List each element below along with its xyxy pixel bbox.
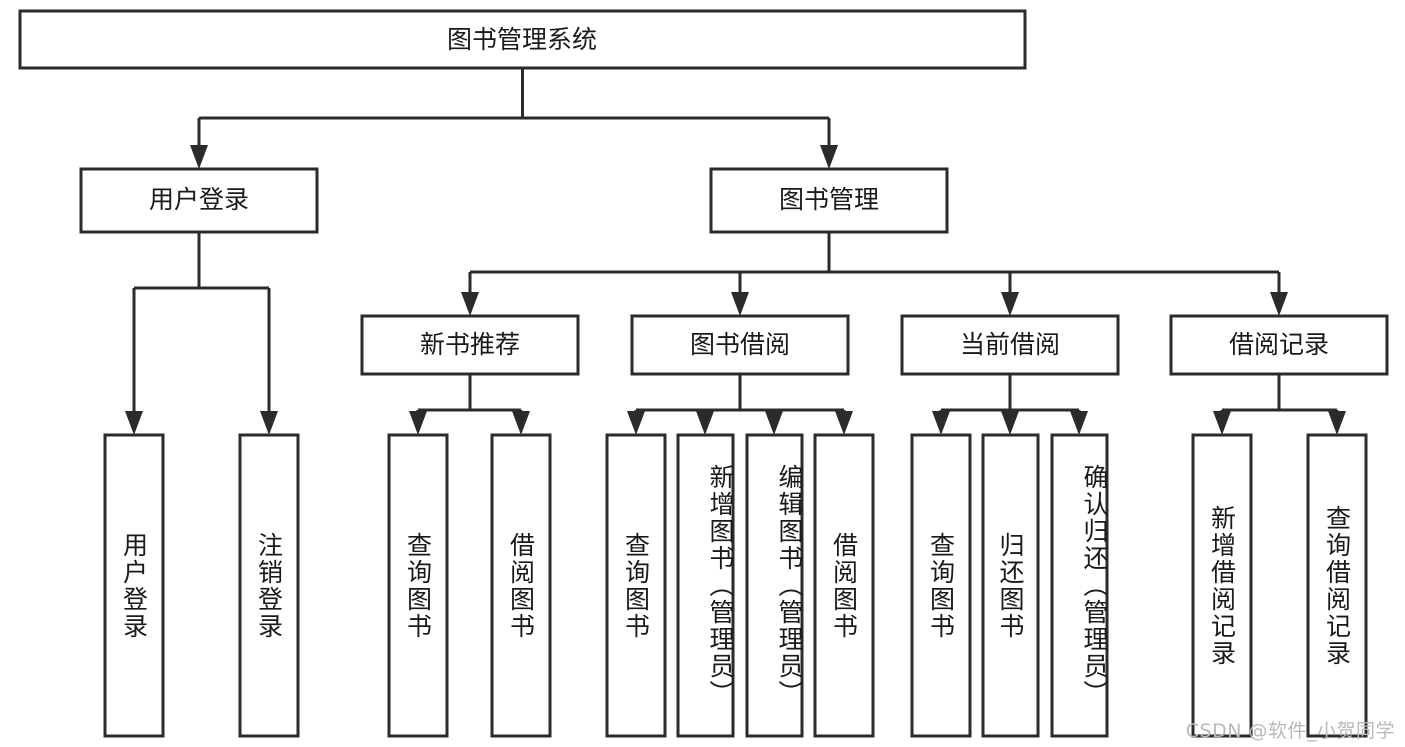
leaf-query-book-3-label: 查询图书 (926, 531, 956, 640)
book-management-box[interactable] (709, 167, 949, 234)
user-login-label: 用户登录 (149, 185, 249, 214)
arrow-to-leaf-confirm-return-icon (1070, 411, 1088, 435)
new-book-recommend-box[interactable] (360, 314, 580, 376)
leaf-query-book-1-label: 查询图书 (403, 531, 433, 640)
arrow-to-leaf-logout-login-icon (260, 411, 278, 435)
leaf-borrow-book-2-box[interactable] (813, 433, 875, 738)
arrow-to-leaf-edit-book-icon (765, 411, 783, 435)
arrow-to-current-borrow-icon (1001, 292, 1019, 316)
leaf-add-record-box[interactable] (1191, 433, 1253, 738)
leaf-query-book-3-box[interactable] (910, 433, 972, 738)
leaf-return-book-box[interactable] (981, 433, 1040, 738)
book-borrow-box[interactable] (630, 314, 850, 376)
arrow-to-borrow-record-icon (1270, 292, 1288, 316)
arrow-to-user-login-icon (190, 145, 208, 169)
leaf-edit-book-box[interactable] (745, 433, 804, 738)
arrow-to-leaf-add-book-icon (696, 411, 714, 435)
arrow-to-leaf-query-book-2-icon (627, 411, 645, 435)
node-new-book-recommend[interactable]: 新书推荐 (360, 314, 580, 376)
book-management-label: 图书管理 (779, 185, 879, 214)
leaf-query-record-box[interactable] (1306, 433, 1368, 738)
leaf-user-login-label: 用户登录 (119, 531, 149, 640)
leaf-query-book-2-label: 查询图书 (621, 531, 651, 640)
arrow-to-leaf-borrow-book-1-icon (512, 411, 530, 435)
leaf-query-record-label: 查询借阅记录 (1322, 504, 1352, 667)
leaf-user-login-box[interactable] (103, 433, 165, 738)
leaf-add-record-label: 新增借阅记录 (1207, 504, 1237, 667)
leaf-confirm-return-box[interactable] (1050, 433, 1109, 738)
connector-group-user-login (125, 232, 278, 435)
node-book-management[interactable]: 图书管理 (709, 167, 949, 234)
leaf-logout-login-box[interactable] (238, 433, 300, 738)
arrow-to-leaf-return-book-icon (1001, 411, 1019, 435)
leaf-logout-login-label: 注销登录 (254, 531, 284, 640)
connector-group-book-borrow (627, 374, 853, 435)
leaf-query-book-1-box[interactable] (387, 433, 449, 738)
connector-group-current-borrow (932, 374, 1088, 435)
borrow-record-label: 借阅记录 (1229, 330, 1329, 359)
arrow-to-leaf-borrow-book-2-icon (835, 411, 853, 435)
leaf-borrow-book-1-box[interactable] (490, 433, 552, 738)
watermark-text: CSDN @软件_小贺同学 (1185, 720, 1395, 742)
current-borrow-label: 当前借阅 (960, 330, 1060, 359)
arrow-to-new-book-recommend-icon (461, 292, 479, 316)
current-borrow-box[interactable] (900, 314, 1120, 376)
leaf-add-book-box[interactable] (676, 433, 735, 738)
node-root-system[interactable]: 图书管理系统 (18, 9, 1027, 70)
connector-group-book-management (461, 232, 1288, 316)
arrow-to-leaf-query-book-3-icon (932, 411, 950, 435)
leaf-confirm-return-label: 确认归还（管理员） (1080, 464, 1109, 707)
leaf-edit-book-label: 编辑图书（管理员） (775, 464, 804, 707)
new-book-recommend-label: 新书推荐 (420, 330, 520, 359)
arrow-to-book-management-icon (820, 145, 838, 169)
connector-group-new-book-recommend (409, 374, 530, 435)
leaf-return-book-label: 归还图书 (996, 531, 1025, 640)
arrow-to-book-borrow-icon (731, 292, 749, 316)
leaf-borrow-book-1-label: 借阅图书 (506, 531, 536, 640)
leaf-query-book-2-box[interactable] (605, 433, 667, 738)
leaf-borrow-book-2-label: 借阅图书 (829, 531, 859, 640)
root-system-box[interactable] (18, 9, 1027, 70)
connector-group-root (190, 68, 838, 169)
node-current-borrow[interactable]: 当前借阅 (900, 314, 1120, 376)
node-user-login[interactable]: 用户登录 (79, 167, 319, 234)
arrow-to-leaf-add-record-icon (1213, 411, 1231, 435)
arrow-to-leaf-query-book-1-icon (409, 411, 427, 435)
root-system-label: 图书管理系统 (447, 25, 597, 54)
book-borrow-label: 图书借阅 (690, 330, 790, 359)
connector-group-borrow-record (1213, 374, 1346, 435)
borrow-record-box[interactable] (1169, 314, 1389, 376)
user-login-box[interactable] (79, 167, 319, 234)
node-borrow-record[interactable]: 借阅记录 (1169, 314, 1389, 376)
arrow-to-leaf-query-record-icon (1328, 411, 1346, 435)
arrow-to-leaf-user-login-icon (125, 411, 143, 435)
node-book-borrow[interactable]: 图书借阅 (630, 314, 850, 376)
leaf-add-book-label: 新增图书（管理员） (706, 464, 735, 707)
